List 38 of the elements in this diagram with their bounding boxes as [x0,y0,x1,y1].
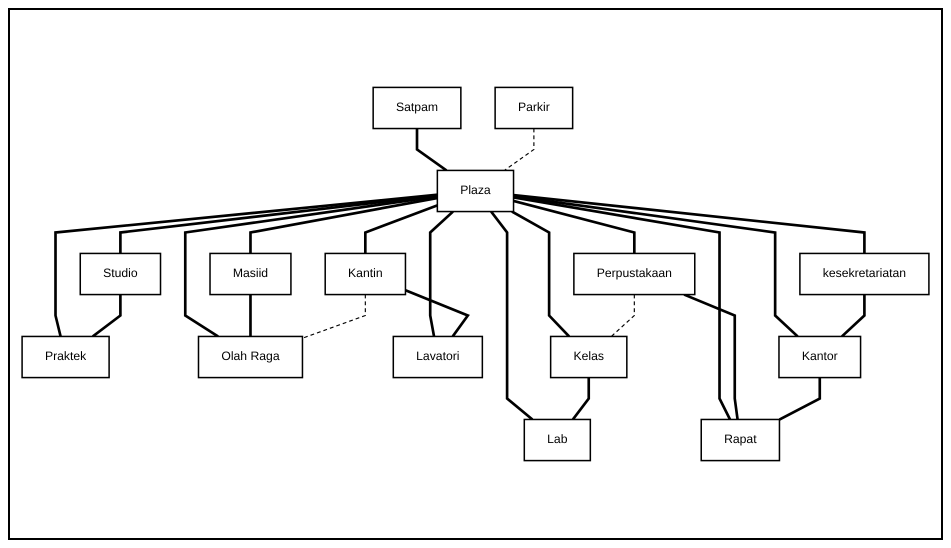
node-box [372,86,462,130]
node-box [494,86,574,130]
connector [54,193,438,337]
diagram-frame: Satpam Parkir Plaza Studio Masiid Kantin Perpustakaan kesekretariatan Praktek Olah Raga Lavatori Kelas Kantor Lab Rapat [8,8,943,540]
node-box [799,252,930,296]
node-box [80,252,162,296]
connector [840,294,866,338]
node-box [324,252,406,296]
connector [490,210,534,420]
connector [504,128,534,171]
connector [184,195,438,338]
connector [513,194,866,254]
connector [249,294,252,336]
connector [416,128,448,172]
connector [513,196,732,420]
connector [778,378,822,421]
node-box [573,252,696,296]
connector [513,194,799,338]
node-box [21,336,110,378]
connector [92,294,122,338]
connector [513,200,636,254]
connector [364,204,438,254]
node-box [436,170,514,212]
node-box [700,418,780,462]
node-box [550,336,628,378]
connector [302,294,366,339]
node-box [392,336,484,378]
connector [511,210,570,338]
node-box [209,252,292,296]
connector [684,293,739,420]
connector [249,196,438,254]
node-box [778,336,862,378]
connector [610,294,635,337]
connector [428,210,454,337]
connector [404,289,470,338]
node-box [198,336,304,378]
connector [572,378,590,420]
node-box [524,418,592,462]
